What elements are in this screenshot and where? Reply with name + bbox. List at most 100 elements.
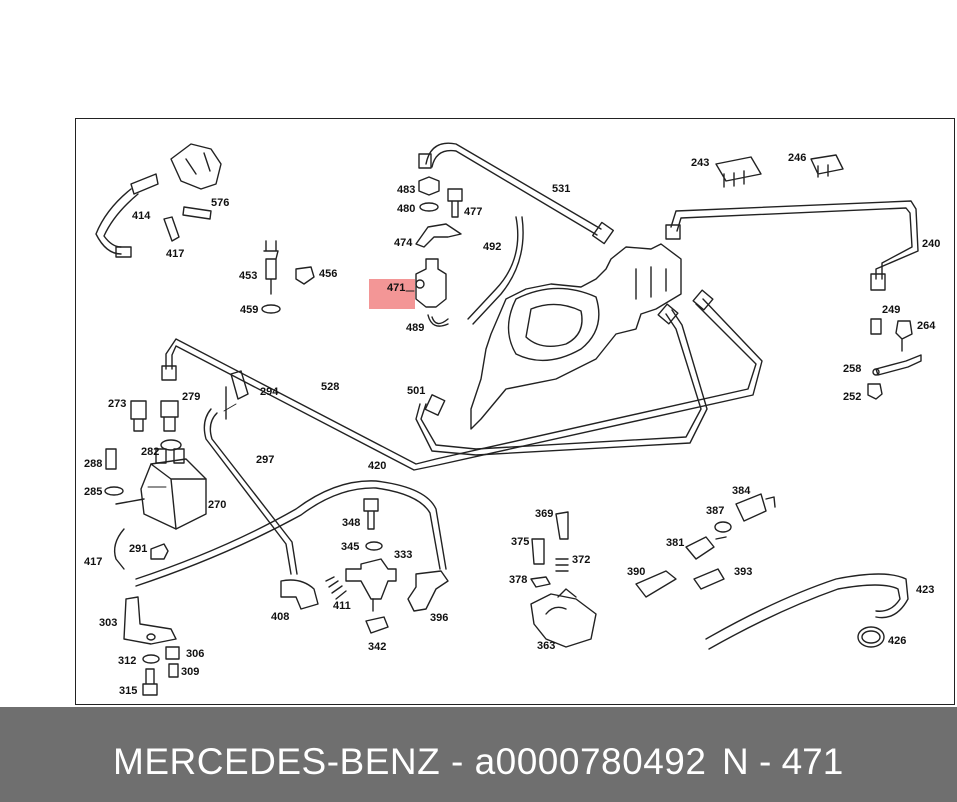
part-label[interactable]: 303 xyxy=(99,617,118,629)
elbow-408 xyxy=(280,579,319,610)
fitting-531-top xyxy=(418,153,432,169)
part-label[interactable]: 489 xyxy=(406,322,425,334)
part-label[interactable]: 387 xyxy=(706,505,725,517)
fitting-531-end xyxy=(591,221,615,245)
parts-diagram-frame: 531 243 246 483 480 477 474 492 576 414 … xyxy=(75,118,955,705)
part-label[interactable]: 342 xyxy=(368,641,387,653)
washer-282 xyxy=(160,439,182,451)
part-label[interactable]: 426 xyxy=(888,635,907,647)
part-label[interactable]: 531 xyxy=(552,183,571,195)
part-label[interactable]: 372 xyxy=(572,554,591,566)
part-label[interactable]: 453 xyxy=(239,270,258,282)
clip-378 xyxy=(530,576,551,588)
hose-417-lower xyxy=(113,528,125,570)
part-label[interactable]: 417 xyxy=(84,556,103,568)
part-label[interactable]: 249 xyxy=(882,304,901,316)
part-label[interactable]: 294 xyxy=(260,386,279,398)
bolt-375 xyxy=(531,538,545,565)
bracket-303 xyxy=(123,596,177,645)
part-label[interactable]: 576 xyxy=(211,197,230,209)
part-label[interactable]: 390 xyxy=(627,566,646,578)
part-label[interactable]: 270 xyxy=(208,499,227,511)
bolt-369 xyxy=(555,511,569,540)
part-label[interactable]: 501 xyxy=(407,385,426,397)
plug-456 xyxy=(295,266,315,285)
part-label[interactable]: 252 xyxy=(843,391,862,403)
part-label[interactable]: 315 xyxy=(119,685,138,697)
part-label[interactable]: 345 xyxy=(341,541,360,553)
part-label[interactable]: 288 xyxy=(84,458,103,470)
part-label[interactable]: 309 xyxy=(181,666,200,678)
part-label[interactable]: 384 xyxy=(732,485,751,497)
part-label[interactable]: 348 xyxy=(342,517,361,529)
plug-264 xyxy=(895,320,913,352)
part-label[interactable]: 273 xyxy=(108,398,127,410)
bolt-477 xyxy=(447,188,463,218)
spring-372 xyxy=(555,558,569,572)
tube-417 xyxy=(163,216,180,242)
part-label[interactable]: 471 xyxy=(387,282,406,294)
washer-459 xyxy=(261,304,281,314)
part-label[interactable]: 333 xyxy=(394,549,413,561)
hose-492 xyxy=(467,216,519,320)
part-label[interactable]: 363 xyxy=(537,640,556,652)
valve-333 xyxy=(345,558,397,600)
part-label[interactable]: 408 xyxy=(271,611,290,623)
pipe-531 xyxy=(425,142,602,230)
strap-258 xyxy=(875,354,922,376)
part-label[interactable]: 312 xyxy=(118,655,137,667)
part-label[interactable]: 375 xyxy=(511,536,530,548)
pipe-501 xyxy=(420,313,702,450)
part-label[interactable]: 420 xyxy=(368,460,387,472)
part-label[interactable]: 477 xyxy=(464,206,483,218)
hose-423 xyxy=(705,573,909,650)
nut-483 xyxy=(418,176,440,196)
bolt-273 xyxy=(130,400,147,432)
part-label[interactable]: 246 xyxy=(788,152,807,164)
part-label[interactable]: 306 xyxy=(186,648,205,660)
injector-384 xyxy=(735,493,776,522)
parts-diagram-drawing xyxy=(95,142,922,696)
elbow-396 xyxy=(407,570,449,612)
part-label[interactable]: 492 xyxy=(483,241,502,253)
washer-312 xyxy=(142,654,160,664)
part-label[interactable]: 528 xyxy=(321,381,340,393)
part-label[interactable]: 393 xyxy=(734,566,753,578)
part-label[interactable]: 381 xyxy=(666,537,685,549)
part-label[interactable]: 240 xyxy=(922,238,941,250)
washer-285 xyxy=(104,486,124,496)
part-label[interactable]: 414 xyxy=(132,210,151,222)
part-label[interactable]: 285 xyxy=(84,486,103,498)
tube-576 xyxy=(182,206,212,220)
part-label[interactable]: 474 xyxy=(394,237,413,249)
part-label[interactable]: 459 xyxy=(240,304,259,316)
part-label[interactable]: 480 xyxy=(397,203,416,215)
part-label[interactable]: 483 xyxy=(397,184,416,196)
part-label[interactable]: 297 xyxy=(256,454,275,466)
hose-420 xyxy=(135,480,447,587)
part-label[interactable]: 396 xyxy=(430,612,449,624)
gasket-342 xyxy=(365,616,389,634)
fuel-distributor xyxy=(470,243,682,430)
cap-291 xyxy=(150,543,169,560)
part-label[interactable]: 243 xyxy=(691,157,710,169)
part-label[interactable]: 378 xyxy=(509,574,528,586)
part-label[interactable]: 258 xyxy=(843,363,862,375)
part-label[interactable]: 264 xyxy=(917,320,936,332)
part-label[interactable]: 423 xyxy=(916,584,935,596)
clip-246 xyxy=(810,154,844,178)
part-label[interactable]: 456 xyxy=(319,268,338,280)
part-label[interactable]: 369 xyxy=(535,508,554,520)
bolt-348 xyxy=(363,498,379,530)
bolt-249 xyxy=(870,318,882,335)
washer-345 xyxy=(365,541,383,551)
union-279 xyxy=(160,400,179,432)
bracket-474 xyxy=(415,223,462,248)
part-label[interactable]: 279 xyxy=(182,391,201,403)
part-label[interactable]: 417 xyxy=(166,248,185,260)
part-label[interactable]: 411 xyxy=(333,600,351,612)
part-label[interactable]: 291 xyxy=(129,543,148,555)
pressure-regulator xyxy=(415,258,447,308)
bracket-390 xyxy=(635,570,677,598)
part-label[interactable]: 282 xyxy=(141,446,160,458)
